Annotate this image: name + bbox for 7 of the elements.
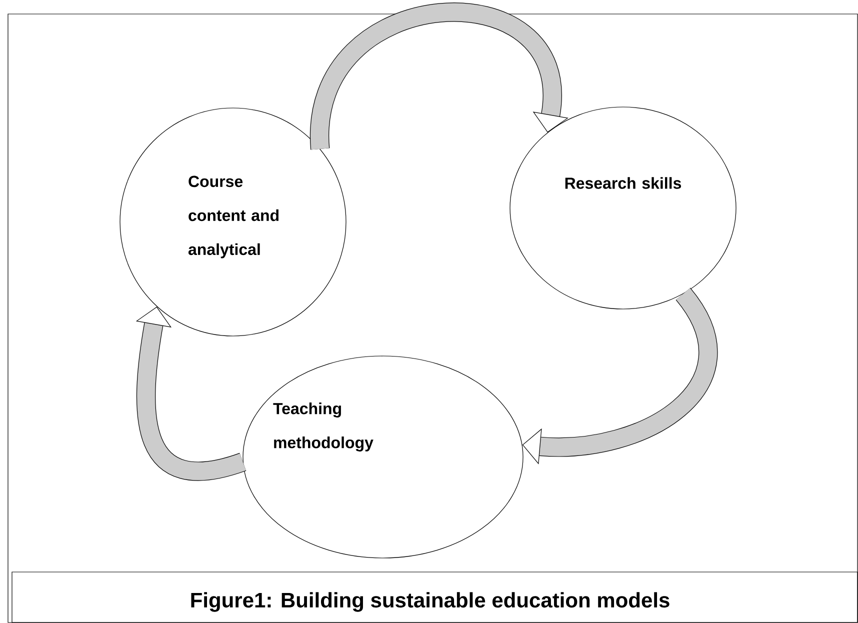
- circle-node: Course content and analytical: [120, 108, 346, 336]
- curved-arrow: [136, 306, 246, 481]
- circle-node: Research skills: [510, 106, 736, 310]
- caption-box: Figure1: Building sustainable education models: [12, 572, 858, 623]
- curved-arrow: [522, 288, 718, 464]
- circle-node: Teaching methodology: [242, 356, 524, 558]
- curved-arrow: [310, 3, 568, 150]
